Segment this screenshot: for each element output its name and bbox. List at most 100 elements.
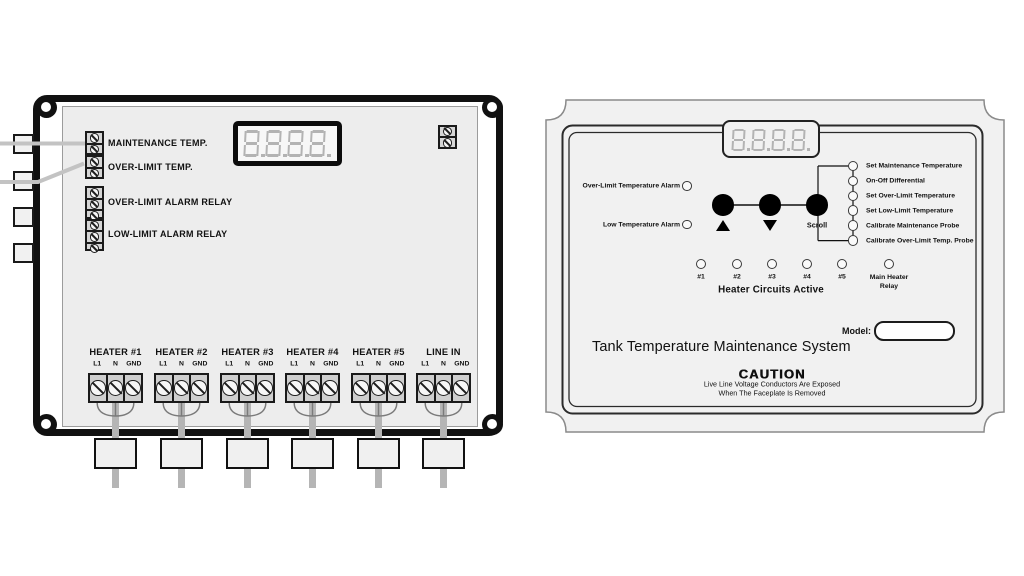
pin-label: L1 (421, 360, 430, 367)
display-digits (243, 130, 331, 157)
terminal-cell (353, 375, 369, 401)
cable-tab (13, 134, 34, 154)
menu-led-label: Set Low-Limit Temperature (866, 207, 954, 215)
screw-terminal (304, 380, 321, 396)
power-terminal-label: HEATER #4 (286, 347, 339, 357)
power-terminal-label: HEATER #2 (155, 347, 208, 357)
menu-led (847, 175, 859, 187)
screw-terminal (453, 380, 469, 396)
terminal-cell (222, 375, 238, 401)
terminal-cell (123, 375, 141, 401)
terminal-cell (255, 375, 273, 401)
screw-terminal (89, 199, 100, 209)
screw-terminal (90, 380, 106, 396)
scroll-button[interactable] (806, 194, 828, 216)
terminal-block (85, 155, 104, 179)
cable-gland (291, 438, 334, 469)
pin-label: L1 (356, 360, 365, 367)
terminal-cell (440, 126, 455, 136)
model-box (873, 321, 955, 341)
terminal-cell (87, 157, 102, 167)
heater-led-label: #4 (803, 273, 811, 280)
model-label: Model: (842, 325, 871, 336)
screw-terminal (191, 380, 207, 396)
low-temp-alarm-label: Low Temperature Alarm (602, 221, 680, 228)
menu-led-label: Set Maintenance Temperature (866, 162, 963, 170)
screw-terminal (370, 380, 387, 396)
screw-terminal (388, 380, 404, 396)
terminal-block (85, 186, 104, 221)
pin-label: GND (389, 360, 405, 367)
power-terminal-group (285, 373, 340, 403)
power-terminal-group (416, 373, 471, 403)
power-terminal-label: HEATER #1 (89, 347, 142, 357)
cable-tab (13, 171, 34, 191)
heater-led (731, 258, 743, 270)
menu-bracket (817, 165, 854, 242)
pin-label: L1 (93, 360, 102, 367)
terminal-cell (386, 375, 404, 401)
heater-led (836, 258, 848, 270)
down-arrow-icon (762, 219, 777, 231)
screw-terminal (89, 232, 100, 242)
screw-terminal (173, 380, 190, 396)
main-heater-led-label: Main Heater Relay (869, 273, 909, 291)
screw-terminal (257, 380, 273, 396)
screw-terminal (89, 243, 100, 253)
pin-label: L1 (159, 360, 168, 367)
power-terminal-label: HEATER #3 (221, 347, 274, 357)
screw-terminal (322, 380, 338, 396)
screw-terminal (418, 380, 434, 396)
heater-led (883, 258, 895, 270)
cable-gland (422, 438, 465, 469)
terminal-cell (87, 220, 102, 230)
cable-gland (94, 438, 137, 469)
terminal-cell (87, 188, 102, 198)
terminal-cell (105, 375, 124, 401)
heater-led-label: #3 (768, 273, 776, 280)
display-digits (731, 129, 811, 151)
down-button[interactable] (759, 194, 781, 216)
screw-terminal (89, 168, 100, 178)
cable-tab (13, 243, 34, 263)
screw-terminal (89, 144, 100, 154)
power-terminal-group (154, 373, 209, 403)
caution-heading: CAUTION (738, 366, 806, 382)
screw-terminal (89, 157, 100, 167)
over-limit-alarm-led (682, 181, 692, 191)
up-button[interactable] (712, 194, 734, 216)
terminal-block (438, 124, 457, 149)
menu-led-label: Calibrate Maintenance Probe (866, 222, 960, 230)
heater-led (766, 258, 778, 270)
power-terminal-label: HEATER #5 (352, 347, 405, 357)
menu-led-label: Set Over-Limit Temperature (866, 192, 956, 200)
screw-terminal (107, 380, 124, 396)
pin-label: N (113, 360, 118, 367)
enclosure-screw-hole (35, 413, 57, 435)
screw-terminal (125, 380, 141, 396)
screw-terminal (89, 188, 100, 198)
heater-caption: Heater Circuits Active (718, 284, 824, 295)
cable-tab (13, 207, 34, 227)
terminal-cell (320, 375, 338, 401)
terminal-cell (418, 375, 434, 401)
screw-terminal (89, 133, 100, 143)
terminal-cell (189, 375, 207, 401)
terminal-cell (368, 375, 387, 401)
menu-led (847, 160, 859, 172)
menu-led (847, 190, 859, 202)
terminal-cell (451, 375, 469, 401)
terminal-block-label: LOW-LIMIT ALARM RELAY (108, 229, 228, 239)
over-limit-alarm-label: Over-Limit Temperature Alarm (582, 182, 680, 190)
screw-terminal (353, 380, 369, 396)
terminal-block-label: OVER-LIMIT TEMP. (108, 161, 193, 172)
terminal-cell (433, 375, 452, 401)
pin-label: L1 (290, 360, 299, 367)
low-temp-alarm-led (682, 219, 692, 230)
faceplate-display (722, 120, 820, 158)
terminal-cell (87, 197, 102, 209)
pin-label: N (441, 360, 446, 367)
up-arrow-icon (715, 219, 730, 231)
pin-label: GND (126, 360, 142, 367)
faceplate-title: Tank Temperature Maintenance System (592, 338, 851, 355)
